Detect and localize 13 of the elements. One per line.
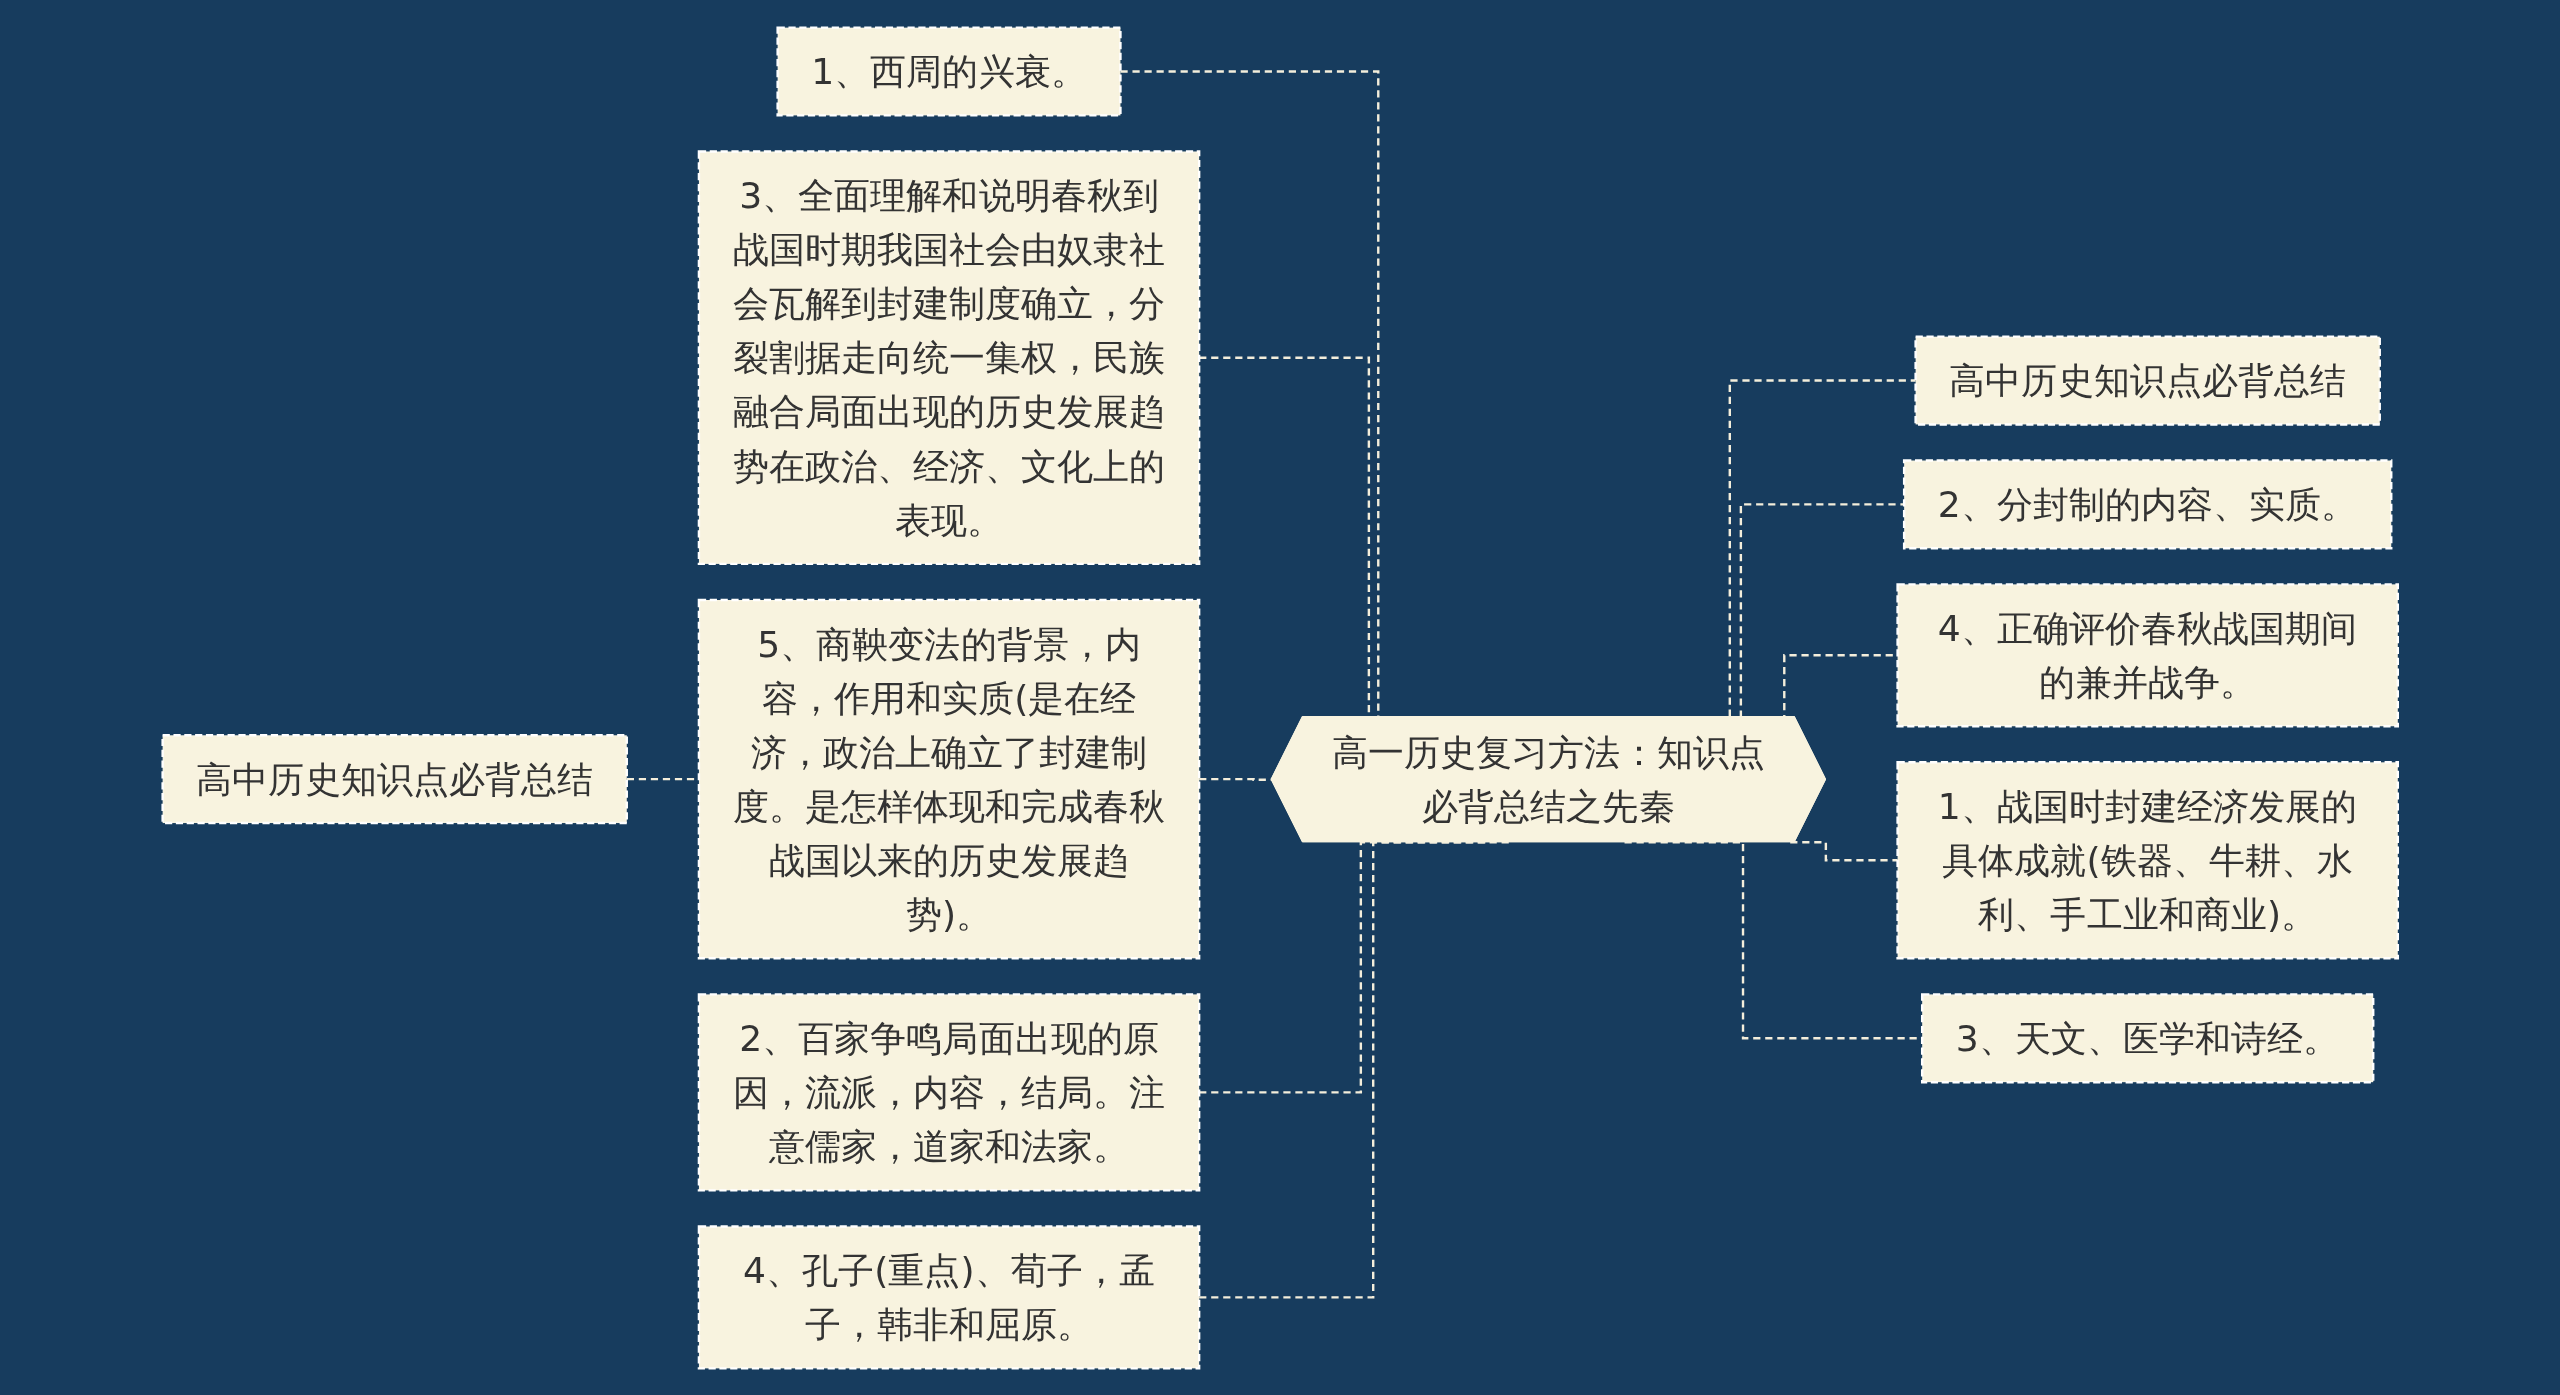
node-box: 4、孔子(重点)、荀子，孟子，韩非和屈原。 xyxy=(697,1224,1201,1370)
node-box: 高中历史知识点必背总结 xyxy=(161,733,628,824)
node-box: 3、全面理解和说明春秋到战国时期我国社会由奴隶社会瓦解到封建制度确立，分裂割据走向统一集权，民族融合局面出现的历史发展趋势在政治、经济、文化上的表现。 xyxy=(697,149,1201,565)
node-box: 5、商鞅变法的背景，内容，作用和实质(是在经济，政治上确立了封建制度。是怎样体现和完成春秋战国以来的历史发展趋势)。 xyxy=(697,598,1201,960)
node-box: 高中历史知识点必背总结 xyxy=(1914,334,2381,426)
connector xyxy=(1790,840,1898,862)
node-box: 1、战国时封建经济发展的具体成就(铁器、牛耕、水利、手工业和商业)。 xyxy=(1896,760,2399,960)
node-box: 3、天文、医学和诗经。 xyxy=(1920,992,2375,1083)
node-box: 2、分封制的内容、实质。 xyxy=(1902,458,2393,549)
node-box: 1、西周的兴衰。 xyxy=(776,25,1122,117)
connector xyxy=(1198,840,1511,1299)
node-box: 2、百家争鸣局面出现的原因，流派，内容，结局。注意儒家，道家和法家。 xyxy=(697,992,1201,1192)
node-box: 4、正确评价春秋战国期间的兼并战争。 xyxy=(1896,582,2399,727)
